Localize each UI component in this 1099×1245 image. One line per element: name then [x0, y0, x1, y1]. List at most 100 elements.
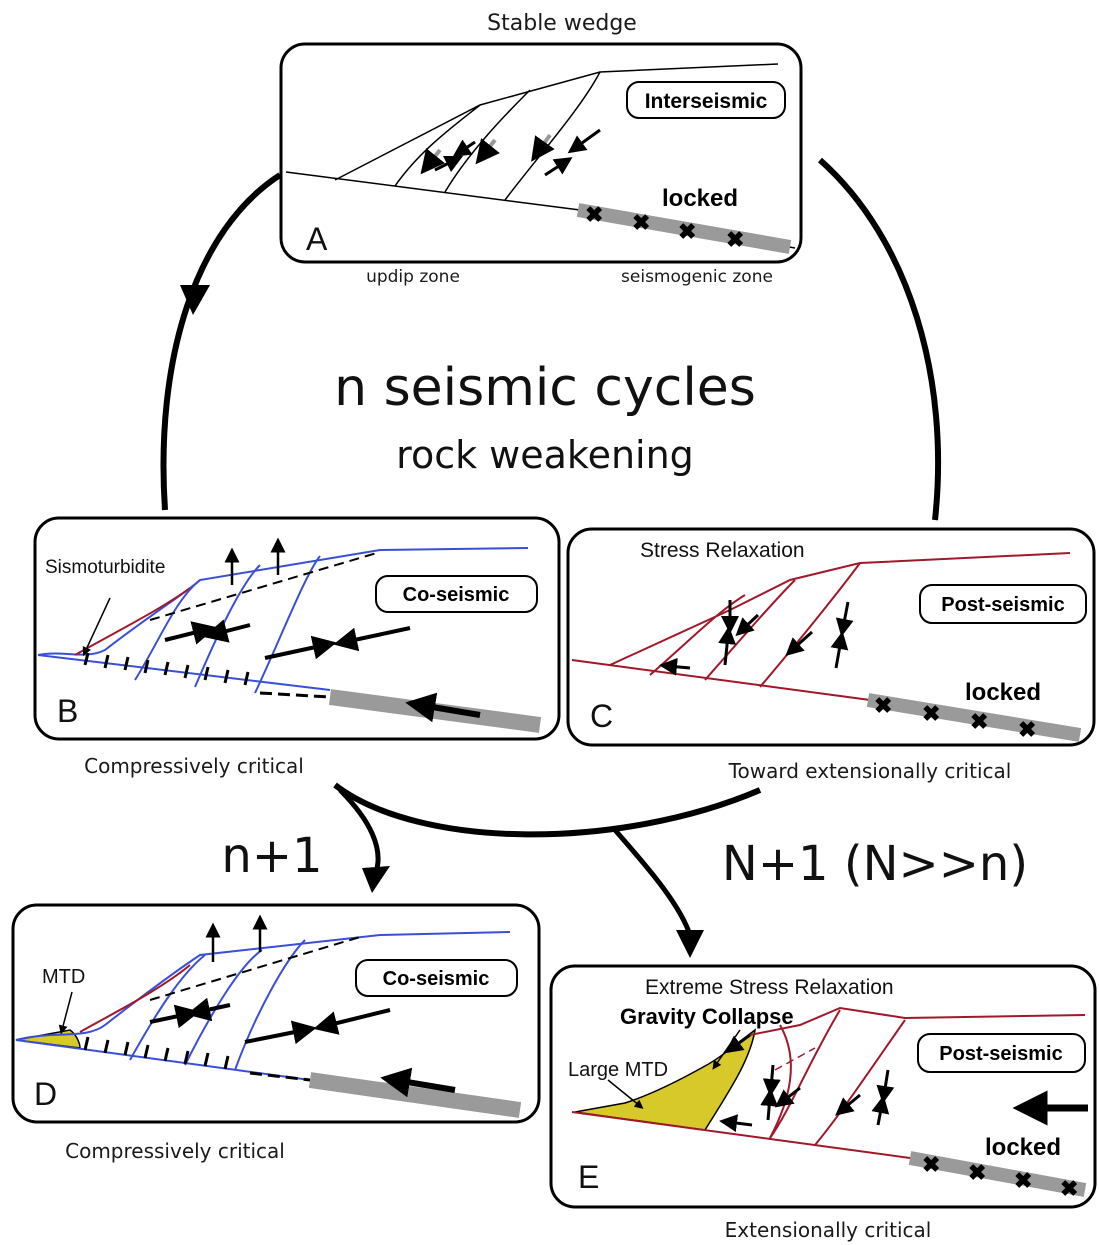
lock-mark-icon: ✖	[585, 202, 603, 227]
slip-arrow-icon	[835, 1093, 861, 1116]
panel-b-caption: Compressively critical	[84, 754, 304, 778]
slip-arrow-icon	[774, 1086, 801, 1108]
top-title: Stable wedge	[487, 11, 637, 36]
panel-a-badge-label: Interseismic	[645, 90, 768, 113]
panel-c-locked-label: locked	[965, 679, 1041, 706]
lock-mark-icon: ✖	[922, 701, 940, 726]
panel-b-badge	[375, 575, 538, 613]
stress-arrow-icon	[718, 626, 737, 666]
panel-c-badge	[919, 584, 1087, 624]
lock-mark-icon: ✖	[1018, 717, 1036, 742]
lock-mark-icon: ✖	[1060, 1176, 1078, 1201]
panel-b-frame	[33, 516, 561, 741]
stress-arrow-icon	[762, 1064, 781, 1097]
lock-mark-icon: ✖	[970, 709, 988, 734]
sub-title: rock weakening	[396, 433, 694, 477]
cycle-ring	[160, 157, 942, 958]
stress-arrow-icon	[452, 139, 476, 157]
slip-arrow-icon	[719, 1114, 753, 1133]
stress-arrow-icon	[835, 601, 854, 637]
panel-e-letter: E	[578, 1159, 599, 1195]
panel-d-badge-label: Co-seismic	[383, 968, 490, 990]
panel-c: ✖ ✖ ✖ ✖ Post-seismic Stress Relaxation l…	[566, 527, 1096, 747]
stress-arrow-icon	[164, 621, 217, 645]
panel-a-left-zone: updip zone	[366, 267, 460, 287]
panel-d-caption: Compressively critical	[65, 1139, 285, 1163]
panel-e-header: Extreme Stress Relaxation	[645, 976, 894, 999]
panel-e-locked-label: locked	[985, 1134, 1061, 1161]
stress-arrow-icon	[871, 1095, 890, 1126]
mtd-arrow-icon	[607, 1079, 644, 1109]
slip-arrow-icon	[380, 1067, 456, 1098]
panel-e-locked-band	[908, 1151, 1087, 1197]
mtd-arrow-icon	[82, 597, 111, 657]
panel-b-annotation: Sismoturbidite	[45, 557, 165, 578]
stress-arrow-icon	[244, 1020, 317, 1045]
stress-arrow-icon	[313, 1008, 391, 1035]
panel-c-locked-band	[866, 693, 1082, 742]
branch-label-right: N+1 (N>>n)	[722, 836, 1028, 892]
stress-arrow-icon	[876, 1069, 895, 1104]
panel-c-letter: C	[590, 698, 613, 734]
panel-d-ticks	[83, 1036, 230, 1070]
slip-arrow-icon	[531, 133, 555, 162]
lock-mark-icon: ✖	[874, 693, 892, 718]
panel-d-letter: D	[34, 1076, 57, 1112]
slip-arrow-icon	[735, 613, 760, 637]
main-title: n seismic cycles	[334, 358, 756, 418]
stress-arrow-icon	[333, 626, 411, 652]
stress-arrow-icon	[567, 128, 601, 154]
slip-arrow-icon	[659, 657, 691, 676]
panel-c-badge-label: Post-seismic	[941, 594, 1064, 616]
mtd-arrow-icon	[58, 991, 73, 1035]
stress-arrow-icon	[149, 1004, 200, 1029]
panel-e-badge-label: Post-seismic	[939, 1043, 1062, 1065]
panel-e-annotation: Large MTD	[568, 1059, 668, 1081]
slip-arrow-icon	[475, 138, 500, 165]
panel-b-badge-label: Co-seismic	[403, 584, 510, 606]
stress-arrow-icon	[264, 635, 337, 660]
lock-mark-icon: ✖	[678, 219, 696, 244]
stress-arrow-icon	[830, 631, 849, 669]
panel-d-locked-band	[308, 1072, 522, 1118]
stress-arrow-icon	[186, 997, 231, 1022]
stress-arrow-icon	[760, 1088, 779, 1121]
slip-arrow-icon	[724, 1033, 751, 1054]
panel-e-frame	[549, 964, 1097, 1209]
panel-a-locked-label: locked	[662, 185, 738, 212]
lock-mark-icon: ✖	[1014, 1168, 1032, 1193]
panel-d-annotation: MTD	[42, 966, 85, 988]
panel-e: ✖ ✖ ✖ ✖ Post-seismic Extreme Stress Rela…	[549, 964, 1097, 1209]
lock-mark-icon: ✖	[726, 227, 744, 252]
panel-e-collapse-label: Gravity Collapse	[620, 1004, 794, 1029]
panel-b-letter: B	[57, 693, 78, 729]
panel-a: ✖ ✖ ✖ ✖ Interseismic locked A	[279, 42, 803, 264]
panel-d-badge	[355, 959, 518, 997]
panel-a-lock-marks: ✖ ✖ ✖ ✖	[585, 202, 744, 252]
panel-c-lock-marks: ✖ ✖ ✖ ✖	[874, 693, 1036, 742]
lock-mark-icon: ✖	[922, 1152, 940, 1177]
branch-label-left: n+1	[221, 828, 322, 884]
panel-a-locked-band	[576, 203, 792, 254]
panel-e-badge	[917, 1033, 1086, 1073]
stress-arrow-icon	[203, 619, 251, 643]
panel-c-header: Stress Relaxation	[640, 539, 805, 562]
stress-arrow-icon	[544, 157, 573, 177]
panel-b-ticks	[83, 652, 250, 686]
branch-arrowhead-n1-icon	[362, 866, 390, 893]
mtd-arrow-icon	[712, 1029, 741, 1070]
lock-mark-icon: ✖	[968, 1160, 986, 1185]
lock-mark-icon: ✖	[632, 210, 650, 235]
panel-a-letter: A	[306, 221, 328, 257]
panel-d: Co-seismic MTD D	[11, 903, 541, 1124]
panel-a-right-zone: seismogenic zone	[621, 267, 773, 287]
panel-b: Co-seismic Sismoturbidite B	[33, 516, 561, 741]
panel-e-lock-marks: ✖ ✖ ✖ ✖	[922, 1152, 1078, 1201]
panel-d-frame	[11, 903, 541, 1124]
panel-e-caption: Extensionally critical	[725, 1218, 932, 1242]
panel-c-caption: Toward extensionally critical	[728, 759, 1012, 783]
panel-a-badge	[626, 81, 786, 119]
slip-arrow-icon	[785, 630, 814, 657]
slip-arrow-icon	[420, 148, 445, 175]
slip-arrow-icon	[405, 692, 481, 723]
